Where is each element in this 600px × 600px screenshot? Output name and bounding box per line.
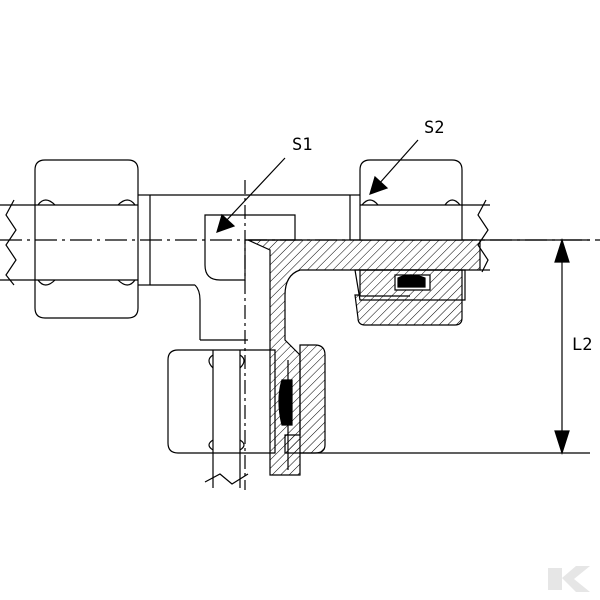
- label-s1: S1: [292, 135, 312, 155]
- right-pipe: [462, 199, 490, 273]
- brand-watermark: [548, 566, 590, 592]
- left-hex-nut: [34, 159, 151, 319]
- section-body: [247, 239, 481, 476]
- bottom-pipe: [204, 453, 249, 488]
- label-s2: S2: [424, 118, 444, 138]
- bottom-nut-section: [278, 344, 326, 470]
- leader-s2: [369, 139, 419, 195]
- dimension-l2: [300, 238, 590, 455]
- right-nut-section: [354, 269, 463, 326]
- right-hex-nut: [349, 159, 463, 241]
- left-pipe: [0, 199, 35, 286]
- label-l2: L2: [572, 335, 592, 355]
- leader-s1: [216, 157, 286, 233]
- bottom-hex-nut: [167, 349, 276, 454]
